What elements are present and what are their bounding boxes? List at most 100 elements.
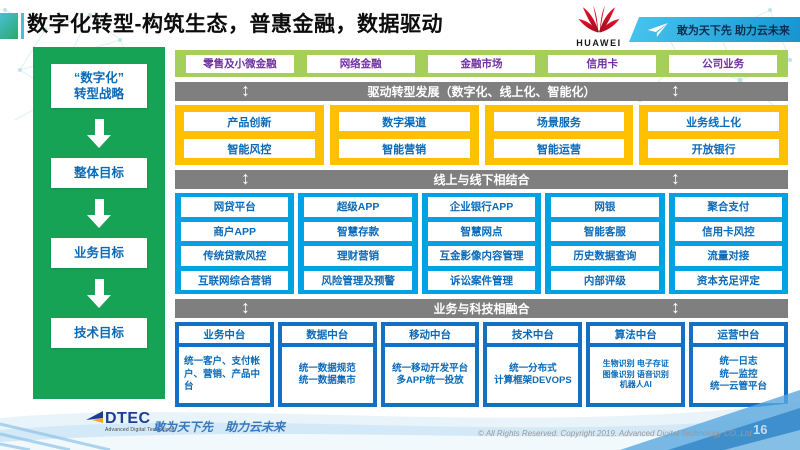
scenario-box: 风险管理及预警 [304,270,412,290]
capability-box: 业务线上化 [648,112,779,131]
huawei-logo: HUAWEI [570,4,628,48]
dtec-logo: DTEC Advanced Digital Technology [86,411,175,433]
updown-arrow-icon: ↕ [671,80,680,100]
huawei-logo-text: HUAWEI [576,38,622,48]
architecture-diagram: 零售及小微金融 网络金融 金融市场 信用卡 公司业务 ↕ 驱动转型发展（数字化、… [175,50,789,407]
platform-column: 业务中台 统一客户、支付帐户、营销、产品中台 [175,322,274,407]
strategy-sidebar: “数字化” 转型战略 整体目标 业务目标 技术目标 [33,47,165,399]
capability-column: 数字渠道 智能营销 [329,105,479,165]
middle-platform-grid: 业务中台 统一客户、支付帐户、营销、产品中台 数据中台 统一数据规范 统一数据集… [175,322,788,407]
platform-header: 数据中台 [281,326,373,343]
paper-plane-icon [648,22,669,37]
dtec-logo-subtext: Advanced Digital Technology [105,427,175,433]
scenario-box: 智能客服 [551,221,659,241]
business-lines-row: 零售及小微金融 网络金融 金融市场 信用卡 公司业务 [175,50,788,77]
sidebar-item-strategy: “数字化” 转型战略 [51,64,147,108]
platform-column: 算法中台 生物识别 电子存证 图像识别 语音识别 机器人AI [586,322,686,407]
updown-arrow-icon: ↕ [241,297,250,317]
platform-header: 运营中台 [693,326,784,343]
platform-header: 技术中台 [487,326,579,343]
banner-slogan-text: 敢为天下先 助力云未来 [677,24,791,37]
platform-column: 运营中台 统一日志 统一监控 统一云管平台 [689,322,788,407]
scenario-box: 流量对接 [674,246,783,266]
bar-label: 驱动转型发展（数字化、线上化、智能化） [367,85,596,99]
scenario-column: 网银 智能客服 历史数据查询 内部评级 [545,193,665,294]
business-line-box: 网络金融 [306,54,415,73]
business-line-box: 零售及小微金融 [186,54,294,73]
scenario-box: 企业银行APP [427,197,536,217]
bar-business-tech-fusion: ↕ 业务与科技相融合 ↕ [175,297,788,318]
updown-arrow-icon: ↕ [241,80,250,100]
platform-column: 移动中台 统一移动开发平台 多APP统一投放 [380,322,480,407]
scenario-box: 诉讼案件管理 [427,270,536,290]
capability-box: 智能风控 [184,139,315,158]
capability-column: 业务线上化 开放银行 [639,105,788,165]
scenario-box: 互金影像内容管理 [427,246,536,266]
platform-detail: 统一移动开发平台 多APP统一投放 [384,347,476,403]
updown-arrow-icon: ↕ [241,168,250,188]
page-title: 数字化转型-构筑生态，普惠金融，数据驱动 [27,13,443,36]
scenario-grid: 网贷平台 商户APP 传统贷款风控 互联网综合营销 超级APP 智慧存款 理财营… [175,193,789,294]
down-arrow-icon [87,199,111,228]
bar-drive-transformation: ↕ 驱动转型发展（数字化、线上化、智能化） ↕ [175,80,788,101]
page-number: 16 [753,422,768,437]
capability-box: 智能运营 [493,139,625,158]
down-arrow-icon [87,279,111,308]
platform-header: 业务中台 [179,326,270,343]
scenario-column: 网贷平台 商户APP 传统贷款风控 互联网综合营销 [175,193,295,294]
scenario-box: 信用卡风控 [674,221,783,241]
dtec-logo-text: DTEC [105,410,151,427]
platform-detail: 统一数据规范 统一数据集市 [281,347,373,403]
footer-wave-decoration [0,390,800,450]
title-accent-bar [0,13,24,39]
platform-detail: 统一分布式 计算框架DEVOPS [487,347,579,403]
down-arrow-icon [87,119,111,148]
capability-column: 场景服务 智能运营 [484,105,634,165]
scenario-box: 历史数据查询 [551,246,659,266]
platform-detail: 统一客户、支付帐户、营销、产品中台 [179,347,270,403]
platform-header: 移动中台 [384,326,476,343]
capability-grid: 产品创新 智能风控 数字渠道 智能营销 场景服务 智能运营 业务线上化 开放银行 [175,105,788,165]
scenario-box: 资本充足评定 [674,270,783,290]
copyright-text: © All Rights Reserved. Copyright 2019. A… [478,429,752,438]
scenario-box: 理财营销 [304,246,412,266]
capability-box: 开放银行 [648,139,779,158]
platform-detail: 生物识别 电子存证 图像识别 语音识别 机器人AI [590,347,682,403]
platform-detail: 统一日志 统一监控 统一云管平台 [693,347,784,403]
dtec-arrow-icon [86,411,103,423]
scenario-box: 超级APP [304,197,412,217]
business-line-box: 信用卡 [548,54,657,73]
updown-arrow-icon: ↕ [671,297,680,317]
header-slogan-banner: 敢为天下先 助力云未来 [629,17,800,42]
platform-column: 技术中台 统一分布式 计算框架DEVOPS [483,322,583,407]
scenario-box: 互联网综合营销 [181,270,289,290]
capability-box: 产品创新 [184,112,315,131]
scenario-box: 聚合支付 [674,197,783,217]
scenario-box: 网贷平台 [181,197,289,217]
platform-column: 数据中台 统一数据规范 统一数据集市 [277,322,377,407]
bar-online-offline: ↕ 线上与线下相结合 ↕ [175,168,788,189]
capability-box: 智能营销 [338,139,470,158]
sidebar-item-business-goal: 业务目标 [51,238,147,268]
capability-column: 产品创新 智能风控 [175,105,324,165]
scenario-box: 内部评级 [551,270,659,290]
business-line-box: 公司业务 [669,54,777,73]
sidebar-item-overall-goal: 整体目标 [51,158,147,188]
huawei-flower-icon [578,5,620,33]
capability-box: 数字渠道 [338,112,470,131]
scenario-column: 超级APP 智慧存款 理财营销 风险管理及预警 [298,193,418,294]
scenario-column: 企业银行APP 智慧网点 互金影像内容管理 诉讼案件管理 [421,193,542,294]
scenario-box: 传统贷款风控 [181,246,289,266]
bar-label: 业务与科技相融合 [433,302,530,316]
scenario-box: 智慧网点 [427,221,536,241]
platform-header: 算法中台 [590,326,682,343]
business-line-box: 金融市场 [427,54,536,73]
sidebar-item-tech-goal: 技术目标 [51,318,147,348]
footer-slogan: 敢为天下先 助力云未来 [153,420,286,434]
bar-label: 线上与线下相结合 [433,173,530,187]
scenario-box: 智慧存款 [304,221,412,241]
scenario-box: 商户APP [181,221,289,241]
scenario-column: 聚合支付 信用卡风控 流量对接 资本充足评定 [668,193,789,294]
capability-box: 场景服务 [493,112,625,131]
